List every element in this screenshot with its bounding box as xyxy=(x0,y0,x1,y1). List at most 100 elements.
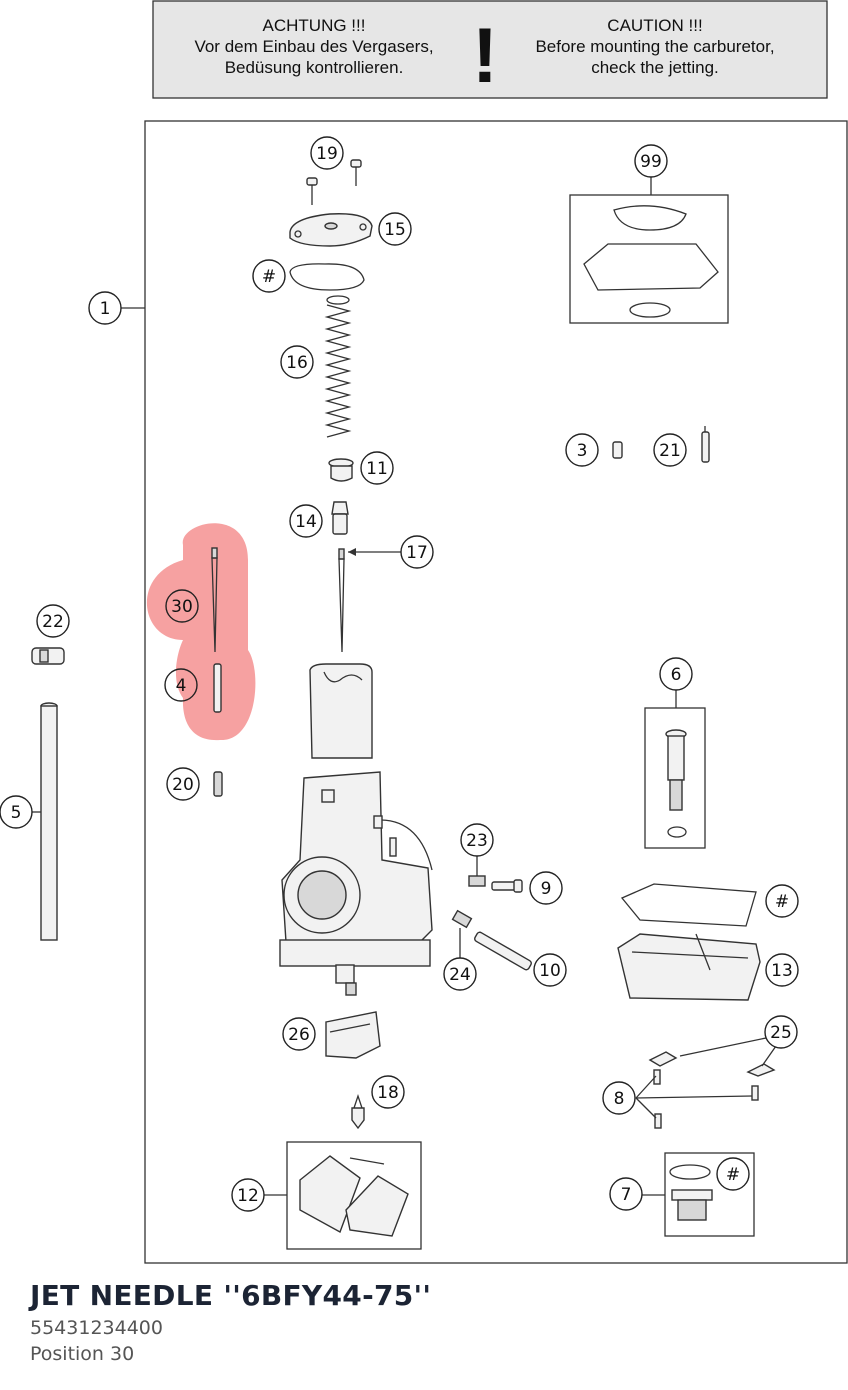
gasket-cap xyxy=(289,263,365,291)
exclamation-icon: ! xyxy=(472,11,498,99)
svg-text:#: # xyxy=(775,892,789,912)
svg-text:10: 10 xyxy=(539,961,561,981)
svg-text:22: 22 xyxy=(42,612,64,632)
callout-4: 4 xyxy=(164,668,198,702)
callout-hash-gasket: # xyxy=(252,259,286,293)
svg-text:1: 1 xyxy=(100,299,111,319)
callout-10: 10 xyxy=(533,953,567,987)
svg-text:6: 6 xyxy=(671,665,682,685)
gasket-set-part-99 xyxy=(569,177,729,324)
float-part-26 xyxy=(325,1011,381,1059)
svg-text:5: 5 xyxy=(11,803,22,823)
svg-text:23: 23 xyxy=(466,831,488,851)
callout-6: 6 xyxy=(659,657,693,691)
callout-hash-drain-plug: # xyxy=(716,1157,750,1191)
svg-text:16: 16 xyxy=(286,353,308,373)
callout-7: 7 xyxy=(609,1177,643,1211)
warning-banner: ACHTUNG !!! Vor dem Einbau des Vergasers… xyxy=(152,0,828,99)
svg-text:14: 14 xyxy=(295,512,317,532)
callout-18: 18 xyxy=(371,1075,405,1109)
highlight-position-30 xyxy=(146,523,256,741)
callout-hash-bowl-gasket: # xyxy=(765,884,799,918)
needle-holder-part-14 xyxy=(331,501,349,535)
jet-part-20 xyxy=(213,771,223,797)
float-set-part-12 xyxy=(264,1141,422,1250)
callout-23: 23 xyxy=(460,823,494,857)
svg-text:30: 30 xyxy=(171,597,193,617)
clip-part-22 xyxy=(31,647,65,665)
brackets-part-25-8 xyxy=(635,1037,777,1129)
callout-21: 21 xyxy=(653,433,687,467)
needle-clip-part-11 xyxy=(328,458,354,482)
svg-text:18: 18 xyxy=(377,1083,399,1103)
svg-text:11: 11 xyxy=(366,459,388,479)
svg-text:99: 99 xyxy=(640,152,662,172)
jet-part-3 xyxy=(612,441,623,459)
part-position: Position 30 xyxy=(30,1343,135,1365)
screws-part-23-9 xyxy=(468,856,523,893)
callout-99: 99 xyxy=(634,144,668,178)
callout-11: 11 xyxy=(360,451,394,485)
part-number: 55431234400 xyxy=(30,1317,163,1339)
callout-16: 16 xyxy=(280,345,314,379)
svg-text:26: 26 xyxy=(288,1025,310,1045)
throttle-slide xyxy=(309,663,373,759)
callout-1: 1 xyxy=(88,291,122,325)
warning-de-line-2: Vor dem Einbau des Vergasers, xyxy=(194,37,433,56)
callout-9: 9 xyxy=(529,871,563,905)
svg-text:15: 15 xyxy=(384,220,406,240)
screw-part-21 xyxy=(701,426,710,463)
warning-en-line-3: check the jetting. xyxy=(591,58,719,77)
hose-part-5 xyxy=(32,702,58,941)
warning-en-line-1: CAUTION !!! xyxy=(607,16,702,35)
screws-part-24-10 xyxy=(451,909,532,971)
callout-20: 20 xyxy=(166,767,200,801)
screws-part-19 xyxy=(306,159,362,205)
svg-text:7: 7 xyxy=(621,1185,632,1205)
svg-text:25: 25 xyxy=(770,1023,792,1043)
svg-text:#: # xyxy=(726,1165,740,1185)
svg-text:8: 8 xyxy=(614,1089,625,1109)
exploded-parts-diagram: ACHTUNG !!! Vor dem Einbau des Vergasers… xyxy=(0,0,848,1264)
svg-text:13: 13 xyxy=(771,961,793,981)
svg-text:4: 4 xyxy=(176,676,187,696)
spring-part-16 xyxy=(324,295,352,438)
svg-text:#: # xyxy=(262,267,276,287)
callout-19: 19 xyxy=(310,136,344,170)
cap-part-15 xyxy=(289,213,373,247)
float-bowl-part-13 xyxy=(617,883,761,1001)
callout-22: 22 xyxy=(36,604,70,638)
callout-14: 14 xyxy=(289,504,323,538)
jet-needle-part-17 xyxy=(338,548,345,653)
svg-text:9: 9 xyxy=(541,879,552,899)
part-name: JET NEEDLE ''6BFY44-75'' xyxy=(30,1279,432,1312)
callout-5: 5 xyxy=(0,795,33,829)
svg-text:12: 12 xyxy=(237,1186,259,1206)
callout-24: 24 xyxy=(443,957,477,991)
jet-needle-part-30 xyxy=(211,547,218,653)
svg-text:3: 3 xyxy=(577,441,588,461)
choke-part-6 xyxy=(644,690,706,849)
svg-text:17: 17 xyxy=(406,543,428,563)
callout-3: 3 xyxy=(565,433,599,467)
svg-text:21: 21 xyxy=(659,441,681,461)
callout-30: 30 xyxy=(165,589,199,623)
callout-8: 8 xyxy=(602,1081,636,1115)
callout-17: 17 xyxy=(400,535,434,569)
svg-text:19: 19 xyxy=(316,144,338,164)
warning-de-line-1: ACHTUNG !!! xyxy=(263,16,366,35)
svg-text:24: 24 xyxy=(449,965,471,985)
callout-13: 13 xyxy=(765,953,799,987)
float-needle-part-18 xyxy=(351,1093,365,1130)
assembly-frame xyxy=(144,120,848,1264)
svg-text:20: 20 xyxy=(172,775,194,795)
carburetor-body xyxy=(279,771,433,996)
callout-25: 25 xyxy=(764,1015,798,1049)
warning-en-line-2: Before mounting the carburetor, xyxy=(535,37,774,56)
callout-15: 15 xyxy=(378,212,412,246)
needle-jet-part-4 xyxy=(213,663,222,713)
callout-12: 12 xyxy=(231,1178,265,1212)
callout-26: 26 xyxy=(282,1017,316,1051)
warning-de-line-3: Bedüsung kontrollieren. xyxy=(225,58,404,77)
part-info-panel: JET NEEDLE ''6BFY44-75'' 55431234400 Pos… xyxy=(0,1265,848,1390)
